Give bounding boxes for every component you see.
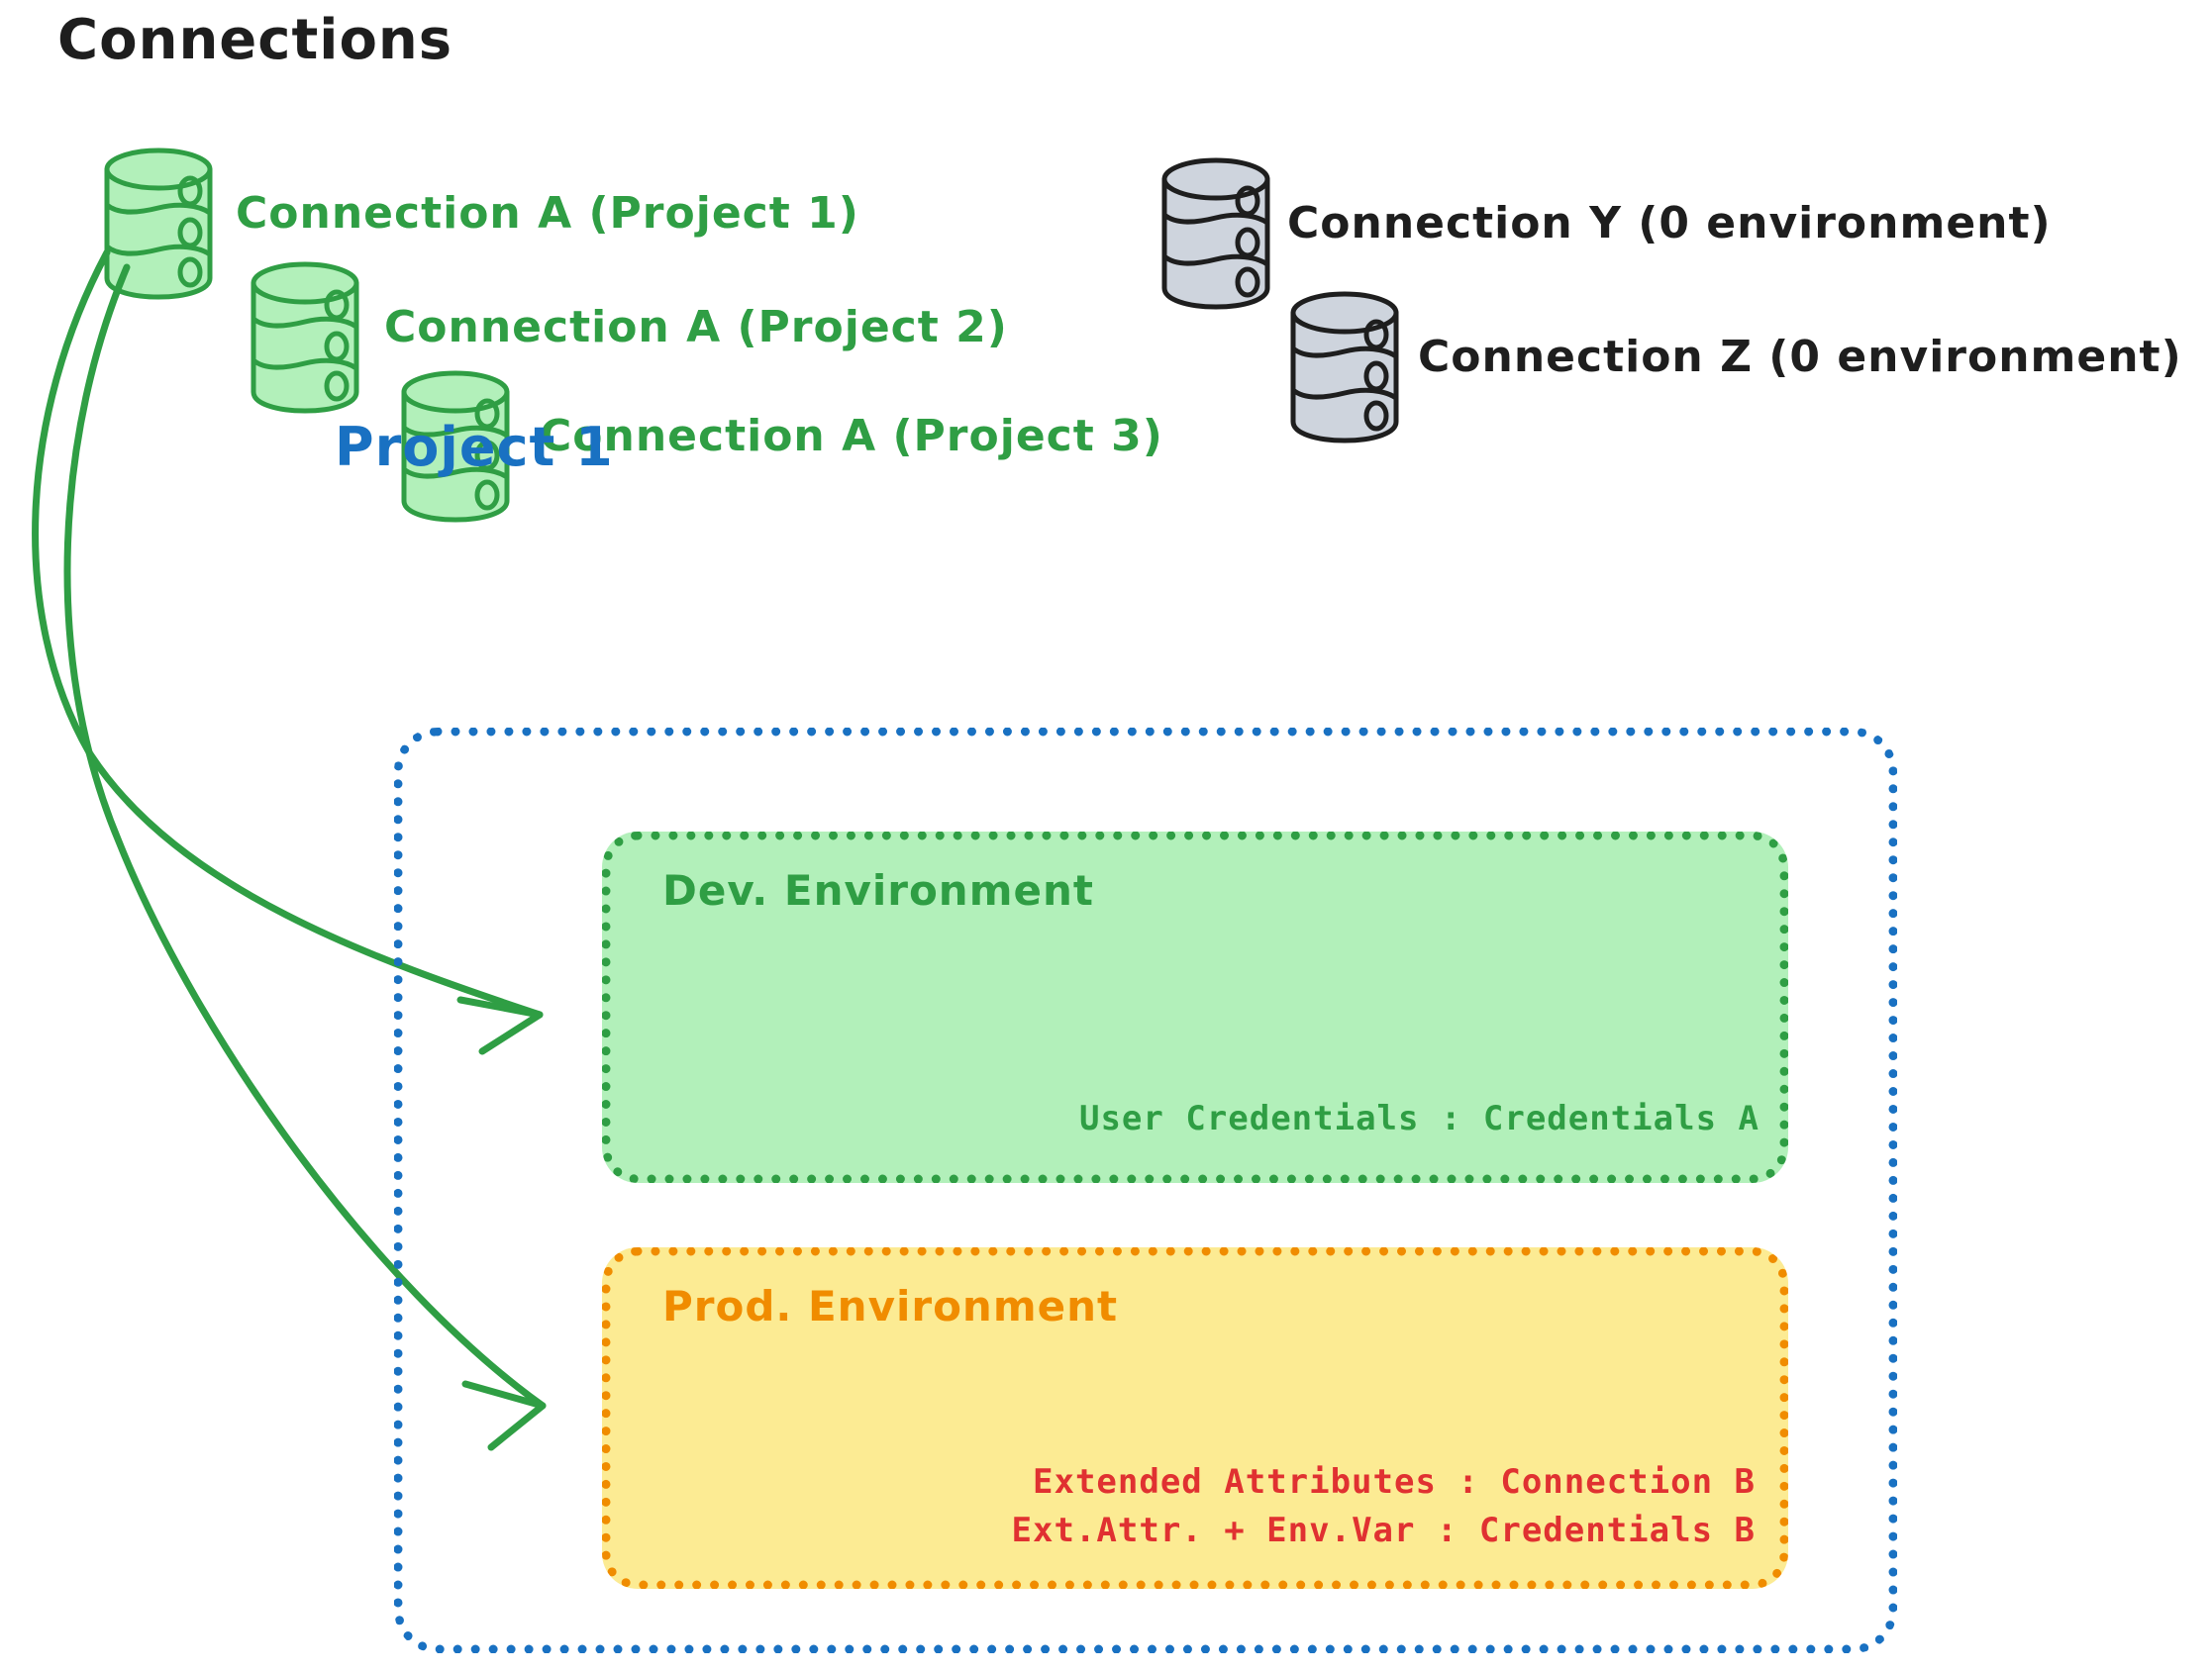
prod-environment-box: Prod. Environment Extended Attributes : … <box>602 1247 1788 1589</box>
database-icon-connection-a-project-1 <box>107 150 210 297</box>
dev-environment-title: Dev. Environment <box>662 866 1094 915</box>
connection-label-a-project-2: Connection A (Project 2) <box>384 302 1008 352</box>
database-icon-connection-a-project-2 <box>253 264 356 411</box>
prod-environment-title: Prod. Environment <box>662 1282 1119 1330</box>
connection-label-z: Connection Z (0 environment) <box>1418 332 2182 382</box>
project-title: Project 1 <box>335 416 614 478</box>
connection-label-a-project-3: Connection A (Project 3) <box>540 411 1163 461</box>
page-title: Connections <box>57 8 453 72</box>
dev-environment-credentials: User Credentials : Credentials A <box>1078 1099 1760 1138</box>
prod-environment-line-2: Ext.Attr. + Env.Var : Credentials B <box>1011 1510 1756 1550</box>
connection-label-y: Connection Y (0 environment) <box>1287 198 2052 248</box>
database-icon-connection-z <box>1293 294 1396 441</box>
database-icon-connection-y <box>1164 160 1267 307</box>
project-container <box>394 728 1897 1653</box>
prod-environment-attributes: Extended Attributes : Connection B Ext.A… <box>1012 1458 1756 1554</box>
connection-label-a-project-1: Connection A (Project 1) <box>236 188 859 239</box>
prod-environment-line-1: Extended Attributes : Connection B <box>1033 1462 1756 1503</box>
dev-environment-box: Dev. Environment User Credentials : Cred… <box>602 832 1788 1183</box>
